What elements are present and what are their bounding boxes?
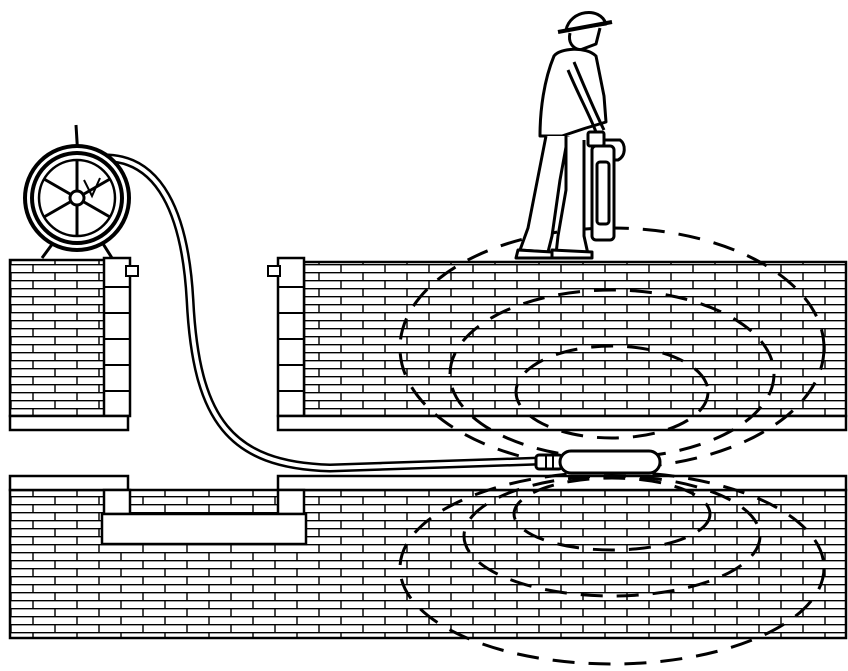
field-line-lower-middle (462, 474, 762, 598)
hard-hat-icon (557, 11, 613, 34)
field-line-lower-outer (398, 470, 826, 666)
upper-left-slab (8, 414, 130, 432)
push-rod-cable (103, 153, 545, 473)
left-shaft-wall (102, 256, 139, 418)
lower-wall (8, 474, 848, 640)
field-line-upper-inner (514, 344, 710, 440)
manhole-base-slab (100, 512, 308, 546)
upper-right-wall (302, 260, 848, 418)
right-shaft-wall (267, 256, 306, 418)
upper-left-wall (8, 258, 107, 418)
cable-reel-icon (23, 124, 131, 259)
upper-right-slab (276, 414, 848, 432)
field-line-lower-inner (512, 476, 712, 552)
worker-icon (514, 11, 613, 260)
sonde-transmitter-icon (534, 449, 662, 475)
locator-receiver-icon (586, 130, 626, 242)
